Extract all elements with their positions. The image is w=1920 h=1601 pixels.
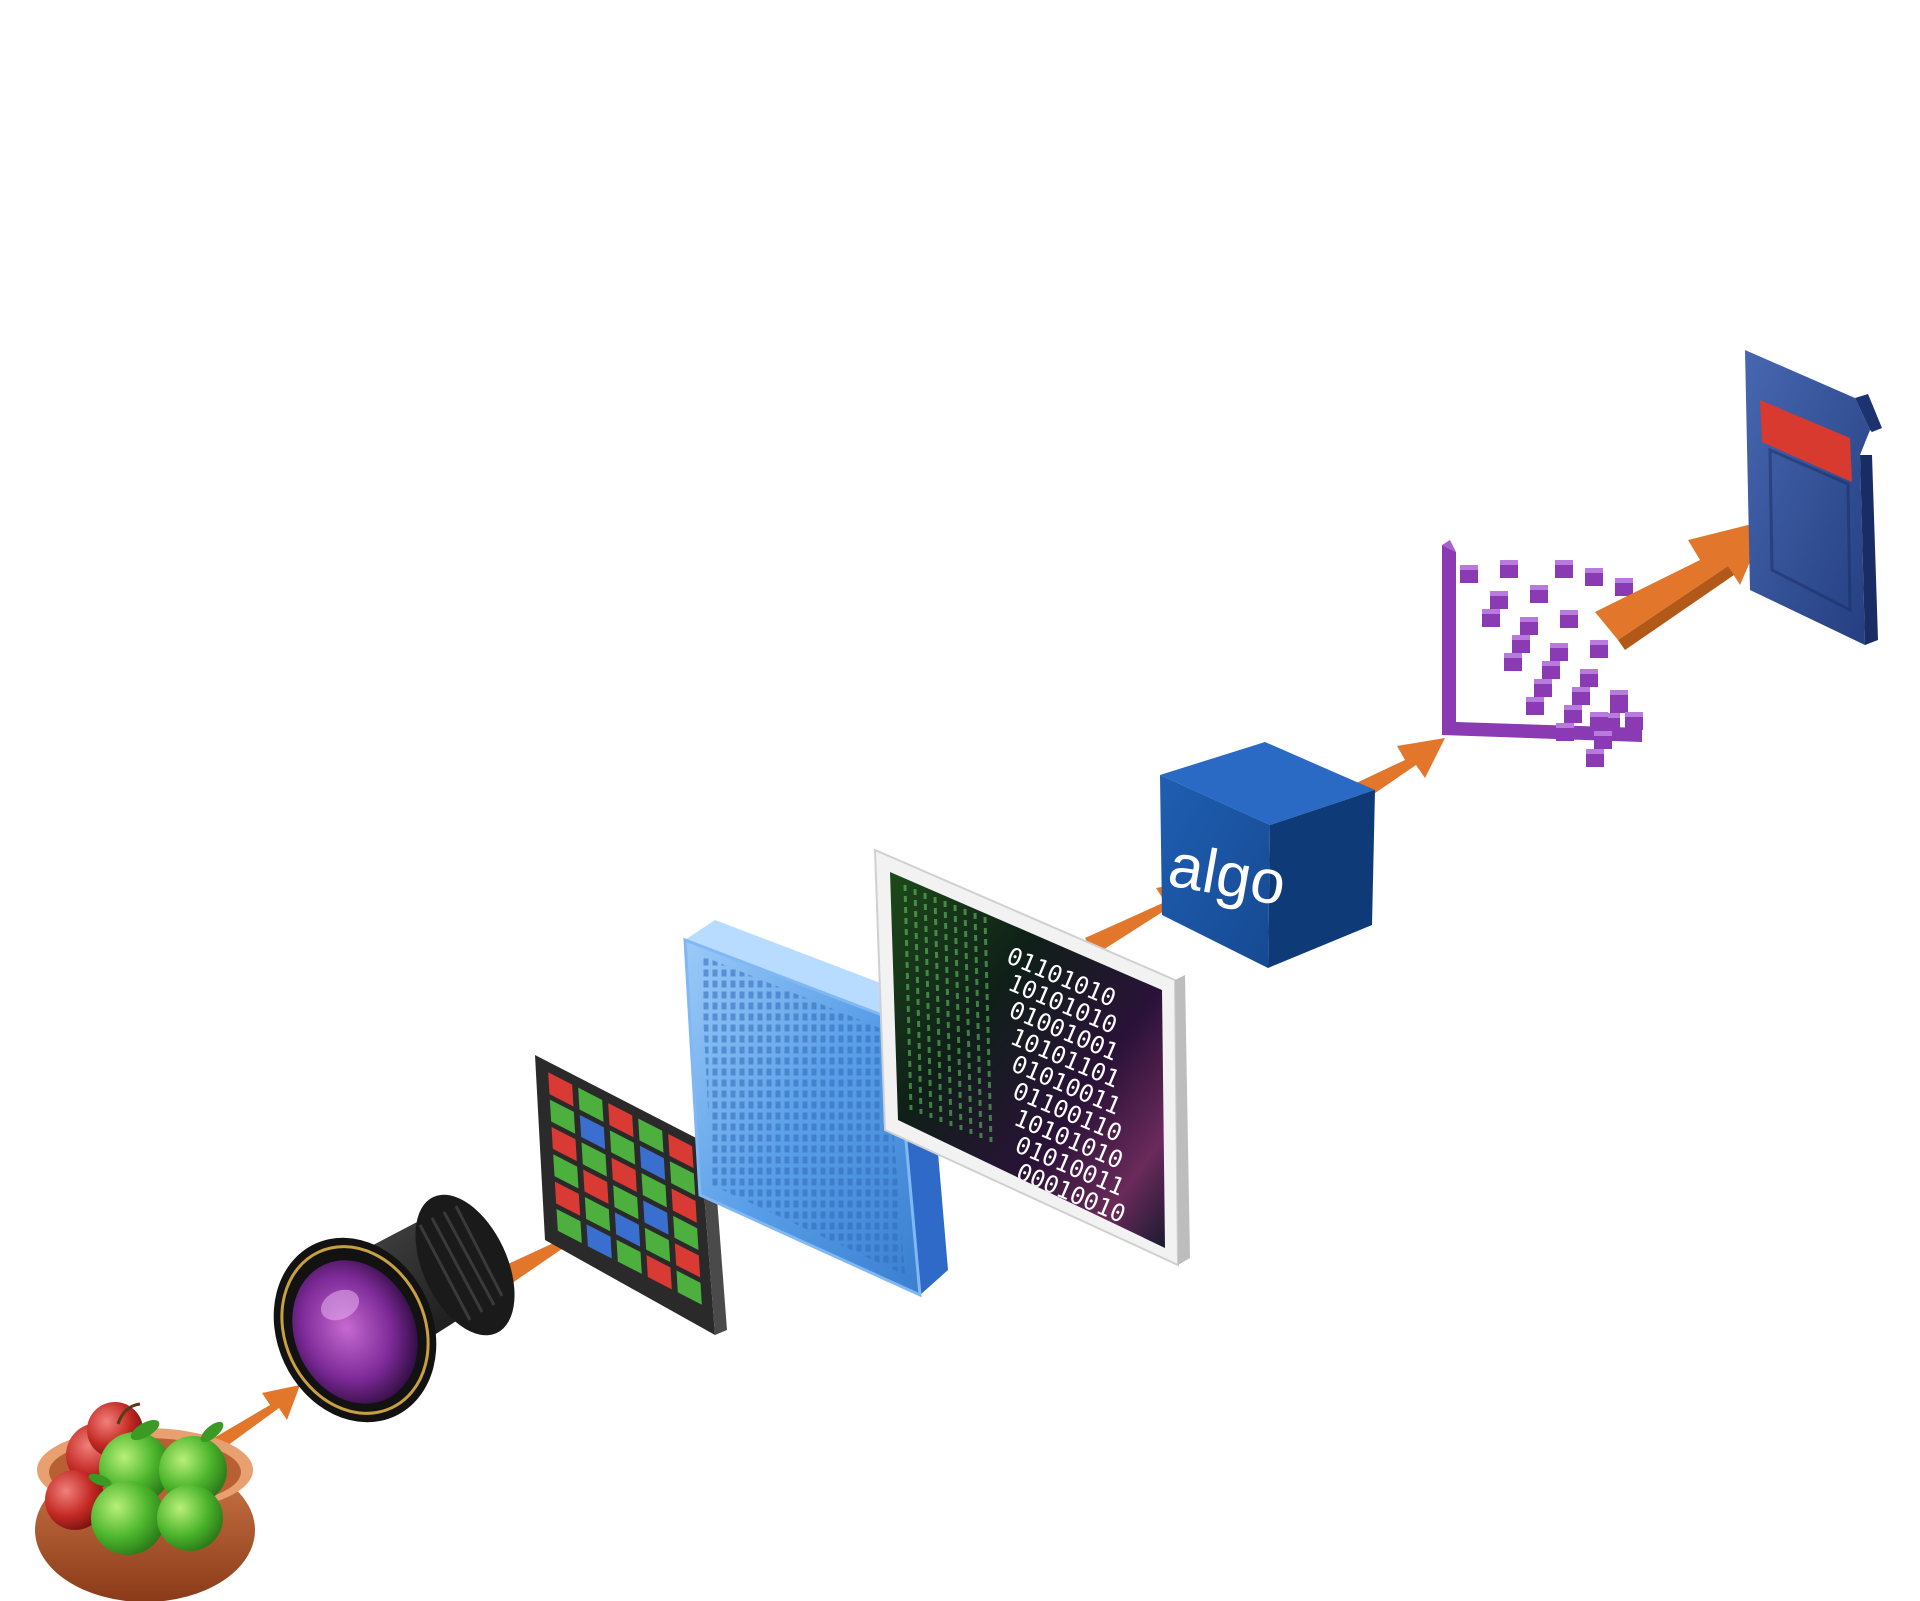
display-streak (963, 908, 973, 1135)
bayer-cell (548, 1072, 574, 1107)
compression-block-highlight (1602, 713, 1620, 718)
bayer-cell (578, 1087, 604, 1122)
bayer-cell (638, 1118, 664, 1153)
bayer-cell (646, 1255, 672, 1290)
algo-cube-icon: algo (1160, 742, 1375, 968)
compression-block-highlight (1542, 661, 1560, 666)
bayer-cell (671, 1188, 697, 1223)
compression-block-highlight (1512, 635, 1530, 640)
display-streak (913, 888, 923, 1115)
compression-block-highlight (1610, 690, 1628, 695)
compression-block-highlight (1482, 609, 1500, 614)
bayer-cell (579, 1115, 606, 1150)
bayer-cell (639, 1145, 666, 1180)
bayer-cell (644, 1227, 671, 1262)
compression-block-highlight (1625, 712, 1643, 717)
bayer-cell (551, 1126, 577, 1162)
compression-block-highlight (1615, 578, 1633, 583)
display-streak (923, 892, 933, 1119)
compression-block-highlight (1490, 591, 1508, 596)
compression-block-highlight (1572, 687, 1590, 692)
bayer-cell (584, 1197, 611, 1232)
compression-block-highlight (1500, 560, 1518, 565)
compression-block-highlight (1504, 653, 1522, 658)
display-streak (983, 916, 993, 1143)
compression-block-highlight (1580, 669, 1598, 674)
bayer-cell (614, 1212, 641, 1247)
compression-block-highlight (1590, 640, 1608, 645)
display-streak (933, 896, 943, 1123)
bayer-filter-icon (535, 1055, 727, 1335)
display-streak (973, 912, 983, 1139)
compression-block-highlight (1556, 723, 1574, 728)
bayer-cell (674, 1243, 701, 1278)
compression-block-highlight (1564, 705, 1582, 710)
compression-block-highlight (1530, 585, 1548, 590)
bayer-cell (586, 1224, 612, 1259)
bayer-cell (616, 1239, 642, 1274)
compression-block-highlight (1585, 568, 1603, 573)
display-streak (953, 904, 963, 1131)
camera-lens-icon (273, 1194, 515, 1423)
compression-block-highlight (1590, 712, 1608, 717)
bayer-cell (643, 1200, 669, 1235)
bayer-cell (554, 1181, 581, 1216)
bayer-cell (611, 1157, 637, 1192)
arrow-compression-to-sd (1595, 520, 1768, 650)
compression-icon (1442, 540, 1643, 767)
arrow-cube-to-compression (1352, 738, 1445, 802)
compression-block-highlight (1560, 610, 1578, 615)
compression-block-highlight (1460, 565, 1478, 570)
bayer-cell (613, 1185, 639, 1220)
bayer-cell (608, 1103, 634, 1138)
bayer-cell (583, 1169, 609, 1204)
bayer-cell (669, 1161, 696, 1196)
bayer-cell (641, 1173, 667, 1208)
bayer-cell (609, 1130, 636, 1165)
display-streak (943, 900, 953, 1127)
bayer-cell (581, 1142, 607, 1177)
apple-bowl-icon (35, 1402, 255, 1601)
display-streak (903, 884, 913, 1111)
compression-block-highlight (1586, 749, 1604, 754)
compression-block-highlight (1555, 560, 1573, 565)
bayer-cell (556, 1208, 582, 1244)
compression-block-highlight (1534, 679, 1552, 684)
bayer-cell (673, 1215, 699, 1251)
bayer-cell (549, 1099, 576, 1134)
compression-block-highlight (1526, 697, 1544, 702)
compression-block-highlight (1520, 617, 1538, 622)
compression-block-highlight (1594, 731, 1612, 736)
bayer-cell (668, 1133, 694, 1169)
bayer-cell (553, 1154, 579, 1189)
binary-display-icon: 0110101010101010010010011010110101010011… (873, 848, 1190, 1267)
compression-block-highlight (1550, 643, 1568, 648)
bayer-cell (676, 1270, 702, 1305)
